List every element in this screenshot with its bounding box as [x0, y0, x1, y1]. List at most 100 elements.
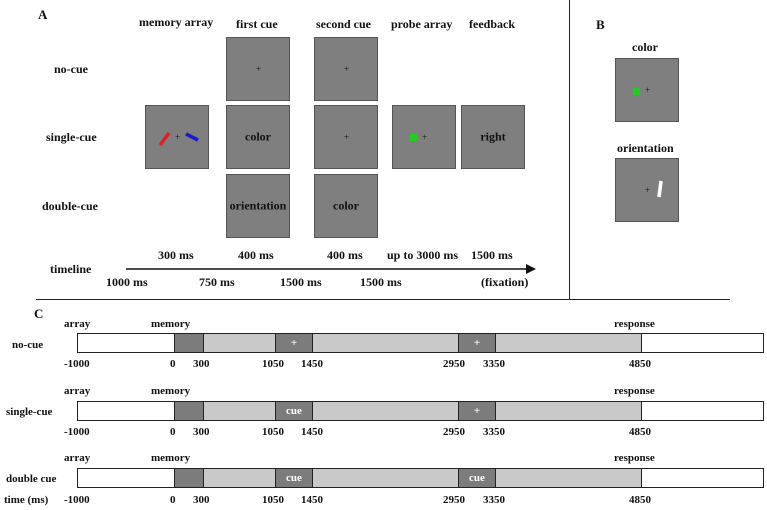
delay-segment [496, 469, 642, 487]
label-memory: memory [151, 318, 191, 330]
tick-label: 2950 [443, 358, 465, 370]
memory-segment [174, 334, 204, 352]
label-memory: memory [151, 385, 191, 397]
tick-label: 0 [170, 426, 176, 438]
row-label-single-cue: single-cue [6, 406, 53, 418]
row-label-no-cue: no-cue [54, 62, 88, 76]
cue-marker: + [473, 337, 481, 349]
cue-marker: cue [286, 405, 302, 417]
timeline-label: timeline [50, 262, 92, 276]
panel-b-orientation-box: + [615, 158, 679, 222]
tick-label: -1000 [64, 426, 90, 438]
row-label-double-cue: double-cue [42, 199, 99, 213]
tick-label: 2950 [443, 426, 465, 438]
memory-segment [174, 402, 204, 420]
green-dot [633, 88, 640, 95]
panel-b-letter: B [596, 17, 605, 32]
fixation-cross: + [422, 132, 428, 142]
duration-bottom: 1000 ms [106, 275, 148, 289]
tick-label: 300 [193, 426, 210, 438]
row-label-no-cue: no-cue [12, 339, 44, 351]
cue-segment-1: cue [275, 469, 313, 487]
panel-b-label-color: color [632, 40, 658, 54]
row-label-single-cue: single-cue [46, 130, 97, 144]
cue-label: color [245, 129, 271, 144]
cue-segment-2: + [458, 402, 496, 420]
tick-label: -1000 [64, 358, 90, 370]
timeline-bar-no-cue: + + [77, 333, 764, 353]
tick-label: 1050 [262, 358, 284, 370]
tick-label: 3350 [483, 358, 505, 370]
tick-label: 1050 [262, 426, 284, 438]
probe-array-box: + [392, 105, 456, 169]
tick-label: 1050 [262, 494, 284, 506]
tick-label: 300 [193, 494, 210, 506]
duration-top: 400 ms [238, 248, 274, 262]
duration-bottom: 750 ms [199, 275, 235, 289]
tick-label: 1450 [301, 426, 323, 438]
column-header-feedback: feedback [469, 17, 515, 31]
axis-label-time: time (ms) [4, 494, 49, 506]
cue-segment-1: cue [275, 402, 313, 420]
timeline-bar-single-cue: cue + [77, 401, 764, 421]
stimulus-box-double-first: orientation [226, 174, 290, 238]
memory-array-box: + [145, 105, 209, 169]
delay-segment [313, 402, 458, 420]
label-response: response [614, 318, 655, 330]
fixation-cross: + [175, 132, 181, 142]
timeline-arrow [126, 264, 536, 274]
delay-segment [496, 402, 642, 420]
vertical-divider [569, 0, 570, 299]
horizontal-divider [36, 299, 730, 300]
fixation-cross: + [645, 185, 651, 195]
label-array: array [64, 385, 91, 397]
label-response: response [614, 452, 655, 464]
feedback-label: right [480, 129, 506, 144]
panel-a-letter: A [38, 7, 48, 22]
duration-bottom: 1500 ms [360, 275, 402, 289]
label-memory: memory [151, 452, 191, 464]
tick-label: 300 [193, 358, 210, 370]
white-bar [657, 180, 663, 198]
label-array: array [64, 318, 91, 330]
fixation-cross: + [344, 64, 350, 74]
memory-array-bars [158, 131, 199, 147]
tick-label: 1450 [301, 494, 323, 506]
stimulus-box-single-second: + [314, 105, 378, 169]
tick-label: 0 [170, 358, 176, 370]
column-header-memory-array: memory array [139, 15, 214, 29]
delay-segment [204, 469, 275, 487]
delay-segment [204, 402, 275, 420]
delay-segment [313, 334, 458, 352]
tick-label: -1000 [64, 494, 90, 506]
cue-marker: cue [286, 472, 302, 484]
cue-label: color [333, 198, 359, 213]
label-response: response [614, 385, 655, 397]
duration-bottom: (fixation) [481, 275, 529, 289]
tick-label: 3350 [483, 494, 505, 506]
white-bar-stimulus [657, 180, 663, 198]
red-bar [158, 131, 171, 147]
timeline-bar-double-cue: cue cue [77, 468, 764, 488]
fixation-cross: + [344, 132, 350, 142]
cue-marker: + [473, 405, 481, 417]
duration-top: 300 ms [158, 248, 194, 262]
cue-segment-2: + [458, 334, 496, 352]
fixation-cross: + [645, 85, 651, 95]
memory-segment [174, 469, 204, 487]
row-label-double-cue: double cue [6, 473, 57, 485]
blue-bar [185, 132, 199, 142]
cue-label: orientation [229, 198, 287, 213]
panel-b-label-orientation: orientation [617, 141, 674, 155]
label-array: array [64, 452, 91, 464]
tick-label: 1450 [301, 358, 323, 370]
panel-c-letter: C [34, 306, 44, 321]
column-header-probe-array: probe array [391, 17, 453, 31]
stimulus-box-no-cue-first: + [226, 37, 290, 101]
cue-segment-1: + [275, 334, 313, 352]
tick-label: 4850 [629, 358, 651, 370]
tick-label: 4850 [629, 426, 651, 438]
cue-marker: + [290, 337, 298, 349]
feedback-box: right [461, 105, 525, 169]
duration-top: up to 3000 ms [387, 248, 459, 262]
